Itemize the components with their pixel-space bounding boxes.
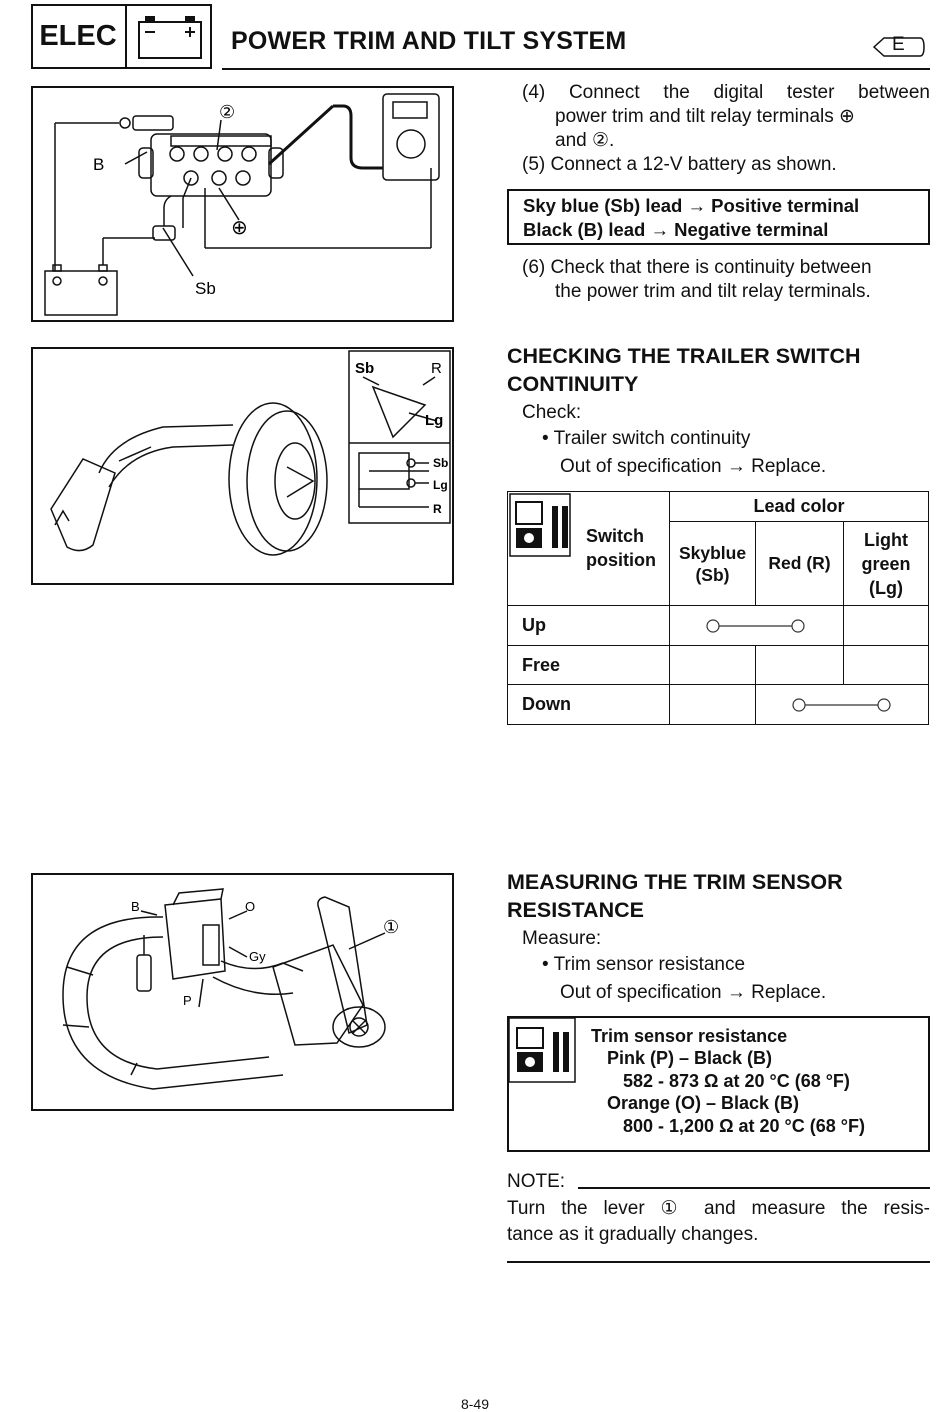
continuity-r-lg (755, 684, 929, 725)
lead-color-header: Lead color (669, 491, 929, 522)
col-skyblue-line-2: (Sb) (695, 564, 730, 585)
schematic-label-r: R (433, 502, 442, 516)
trailer-continuity-table: Switch position Lead color Skyblue (Sb) … (506, 491, 929, 725)
inset-label-r: R (431, 360, 442, 377)
lead-negative: Black (B) lead → Negative terminal (523, 219, 829, 240)
label-terminal-2: ② (219, 102, 235, 123)
trailer-bullet: • Trailer switch continuity (542, 428, 751, 449)
label-gy: Gy (249, 949, 266, 964)
trim-resistance-box: Trim sensor resistance Pink (P) – Black … (507, 1016, 930, 1152)
relay-wiring-figure: ② B ⊕ Sb (31, 86, 454, 322)
label-lever-1: ① (383, 917, 399, 938)
trim-sensor-figure: B O Gy P ① (31, 873, 454, 1111)
trailer-switch-drawing: Sb R Lg Sb Lg R (50, 350, 451, 556)
table-row-up: Up (506, 605, 929, 646)
cell-up-lg (843, 605, 929, 646)
switch-position-header: Switch position (506, 491, 671, 606)
row-label-free: Free (506, 645, 671, 685)
label-b: B (93, 155, 104, 174)
continuity-mark-r-lg (792, 698, 891, 712)
row-label-down: Down (506, 684, 671, 725)
trim-box-pair-1: Pink (P) – Black (B) (607, 1048, 773, 1068)
trailer-check-label: Check: (522, 402, 582, 423)
table-row-free: Free (506, 645, 929, 685)
col-lightgreen-line-3: (Lg) (869, 577, 903, 598)
label-sb: Sb (195, 279, 216, 298)
schematic-label-sb: Sb (433, 456, 448, 470)
tester-icon (509, 493, 571, 557)
label-b: B (131, 899, 140, 914)
step-6-line-2: the power trim and tilt relay terminals. (555, 281, 871, 302)
tester-icon (509, 1018, 576, 1083)
switch-position-line-2: position (586, 550, 656, 570)
trailer-heading-line-2: CONTINUITY (507, 372, 639, 396)
step-5: (5) Connect a 12-V battery as shown. (522, 154, 837, 175)
trim-heading-line-2: RESISTANCE (507, 898, 644, 922)
col-lightgreen-line-2: green (861, 553, 911, 574)
battery-icon (138, 16, 202, 59)
section-tab (31, 4, 212, 69)
continuity-sb-r (669, 605, 845, 646)
trim-heading-line-1: MEASURING THE TRIM SENSOR (507, 870, 843, 894)
step-4-line-2: power trim and tilt relay terminals ⊕ (555, 106, 855, 127)
cell-free-r (754, 645, 845, 685)
schematic-label-lg: Lg (433, 478, 448, 492)
col-skyblue-line-1: Skyblue (678, 542, 747, 563)
header-rule (222, 68, 930, 70)
switch-position-line-1: Switch (586, 526, 645, 546)
col-lightgreen-line-1: Light (864, 529, 908, 550)
trailer-spec: Out of specification → Replace. (560, 456, 827, 477)
col-red: Red (R) (754, 521, 845, 606)
col-skyblue: Skyblue (Sb) (669, 521, 756, 606)
cell-down-sb (669, 684, 756, 725)
lead-positive: Sky blue (Sb) lead → Positive terminal (523, 195, 860, 216)
note-line-1: Turn the lever ① and measure the resis- (507, 1198, 930, 1219)
page-number: 8-49 (460, 1396, 490, 1412)
note-label: NOTE: (507, 1171, 566, 1192)
note-end-rule (507, 1261, 930, 1263)
trim-measure-label: Measure: (522, 928, 602, 949)
trim-box-value-2: 800 - 1,200 Ω at 20 °C (68 °F) (623, 1116, 865, 1136)
relay-wiring-drawing: ② B ⊕ Sb (44, 93, 440, 316)
row-label-up: Up (506, 605, 671, 646)
inset-label-sb: Sb (355, 360, 374, 377)
trailer-switch-figure: Sb R Lg Sb Lg R (31, 347, 454, 585)
step-4-line-1: (4) Connect the digital tester between (522, 82, 930, 103)
inset-label-lg: Lg (425, 412, 443, 429)
cell-free-lg (843, 645, 929, 685)
section-tab-divider (125, 4, 127, 69)
trim-spec: Out of specification → Replace. (560, 982, 827, 1003)
continuity-mark-sb-r (706, 619, 805, 633)
lead-connection-box: Sky blue (Sb) lead → Positive terminal B… (507, 189, 930, 245)
note-line-2: tance as it gradually changes. (507, 1224, 759, 1245)
note-rule (578, 1187, 930, 1189)
label-p: P (183, 993, 192, 1008)
trim-sensor-drawing: B O Gy P ① (62, 888, 399, 1090)
label-plus: ⊕ (231, 215, 248, 239)
step-4-line-3: and ②. (555, 130, 615, 151)
section-label: ELEC (39, 20, 117, 52)
trim-box-value-1: 582 - 873 Ω at 20 °C (68 °F) (623, 1071, 850, 1091)
trailer-heading-line-1: CHECKING THE TRAILER SWITCH (507, 344, 861, 368)
step-6-line-1: (6) Check that there is continuity betwe… (522, 257, 872, 278)
cell-free-sb (669, 645, 756, 685)
language-badge: E (870, 34, 926, 58)
trim-box-title: Trim sensor resistance (591, 1026, 788, 1046)
trim-bullet: • Trim sensor resistance (542, 954, 746, 975)
trim-box-pair-2: Orange (O) – Black (B) (607, 1093, 800, 1113)
page-title: POWER TRIM AND TILT SYSTEM (231, 27, 627, 55)
table-row-down: Down (506, 684, 929, 725)
label-o: O (245, 899, 255, 914)
col-lightgreen: Light green (Lg) (843, 521, 929, 606)
